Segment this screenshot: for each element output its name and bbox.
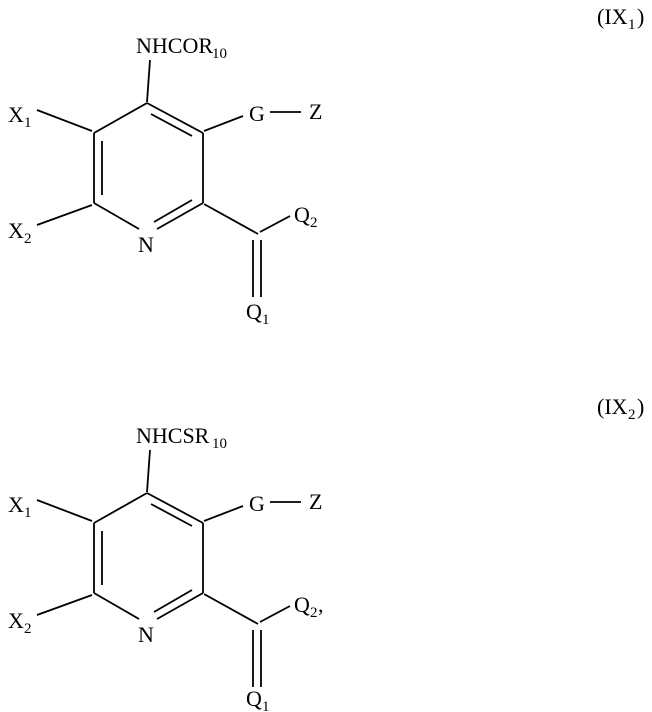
bond-x2 [36,204,93,226]
g-label: G [249,101,265,126]
bond-q2 [259,215,291,233]
x2-subscript: 2 [24,621,32,637]
bond-ring-n-c2 [156,202,204,230]
bond-amide [146,449,151,493]
formula-label-close: ) [637,4,644,29]
ring-nitrogen-label: N [138,232,154,257]
z-label: Z [309,99,322,124]
double-bond-inner-n-c2 [153,589,193,613]
g-label: G [249,491,265,516]
bond-x1 [36,499,93,522]
bond-ring-c6-n [93,592,140,620]
formula-label-open: (IX [597,4,628,29]
formula-label-open: (IX [597,394,628,419]
amide-label: NHCSR [136,423,210,448]
x2-label: X [8,608,24,633]
x2-subscript: 2 [24,231,32,247]
x2-label: X [8,218,24,243]
q1-label: Q [246,686,262,711]
bond-ring-c4-c5 [93,492,148,524]
bond-x2 [36,594,93,616]
bond-ring-c3-c4 [146,492,204,524]
double-bond-inner-c3-c4 [150,113,193,137]
x1-label: X [8,492,24,517]
q1-subscript: 1 [262,699,270,712]
formula-label-close: ) [637,394,644,419]
bond-ring-c3-c4 [146,102,204,134]
q2-subscript: 2 [310,605,318,621]
formula-label-subscript: 2 [628,407,636,423]
x1-subscript: 1 [24,115,32,131]
structure-ix2: NHCSR 10 X 1 X 2 G Z N Q 2 , Q 1 (IX 2 ) [8,394,644,712]
amide-subscript: 10 [212,46,227,62]
bond-c2-carbonyl [203,203,259,235]
ring-nitrogen-label: N [138,622,154,647]
bond-c3-g [203,505,244,522]
z-label: Z [309,489,322,514]
bond-amide [146,59,151,103]
q1-subscript: 1 [262,312,270,328]
bond-c2-carbonyl [203,593,259,625]
x1-label: X [8,102,24,127]
formula-label-subscript: 1 [628,17,636,33]
q2-label: Q [294,202,310,227]
q2-label: Q [294,592,310,617]
amide-label: NHCOR [136,33,213,58]
bond-ring-c4-c5 [93,102,148,134]
bond-x1 [36,109,93,132]
bond-ring-n-c2 [156,592,204,620]
structure-ix1: NHCOR 10 X 1 X 2 G Z N Q 2 Q 1 (IX 1 ) [8,4,644,328]
double-bond-inner-n-c2 [153,199,193,223]
bond-c3-g [203,115,244,132]
bond-ring-c6-n [93,202,140,230]
q2-suffix: , [318,592,324,617]
q2-subscript: 2 [310,215,318,231]
q1-label: Q [246,299,262,324]
bond-q2 [259,605,291,623]
amide-subscript: 10 [212,436,227,452]
double-bond-inner-c3-c4 [150,503,193,527]
x1-subscript: 1 [24,505,32,521]
